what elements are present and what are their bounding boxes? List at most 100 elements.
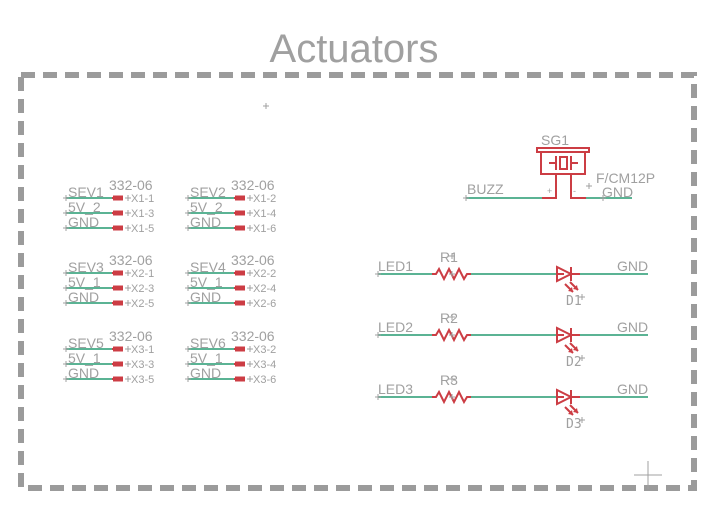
- buzzer-crystal: [559, 156, 568, 170]
- pin-origin-marker: [125, 361, 131, 367]
- part-origin-marker: [579, 355, 585, 361]
- pin-name-label: X2-4: [253, 283, 276, 295]
- resistor-name-label: R1: [440, 249, 458, 265]
- emission-arrowhead: [568, 348, 573, 353]
- net-label: LED1: [378, 258, 413, 274]
- emission-arrowhead: [573, 285, 578, 290]
- pin-name-label: X3-5: [131, 374, 154, 386]
- emission-arrowhead: [568, 410, 573, 415]
- net-label: SEV4: [190, 259, 226, 275]
- pin-contact: [113, 195, 123, 201]
- pin-endpoint-marker: [185, 210, 191, 216]
- pin-origin-marker: [247, 361, 253, 367]
- part-origin-marker: [449, 394, 455, 400]
- pin-name-label: X1-1: [131, 193, 154, 205]
- net-label: SEV3: [68, 259, 104, 275]
- pin-contact: [235, 346, 245, 352]
- pin-origin-marker: [247, 225, 253, 231]
- diode-symbol: [556, 388, 574, 406]
- emission-arrowhead: [573, 408, 578, 413]
- diode-name-label: D2: [566, 355, 582, 370]
- pin-endpoint-marker: [185, 346, 191, 352]
- part-origin-marker: [586, 183, 592, 189]
- part-value-label: 332-06: [231, 177, 275, 193]
- part-origin-marker: [579, 294, 585, 300]
- net-label: 5V_1: [190, 350, 223, 366]
- pin-origin-marker: [125, 225, 131, 231]
- part-origin-marker: [449, 332, 455, 338]
- net-endpoint-marker: [463, 195, 469, 201]
- pin-contact: [235, 376, 245, 382]
- emission-arrowhead: [573, 346, 578, 351]
- pin-origin-marker: [125, 270, 131, 276]
- net-label: GND: [617, 381, 648, 397]
- part-value-label: F/CM12P: [596, 170, 655, 186]
- part-origin-marker: [449, 253, 455, 259]
- net-label: 5V_1: [68, 350, 101, 366]
- pin-contact: [113, 300, 123, 306]
- net-label: GND: [68, 289, 99, 305]
- pin-endpoint-marker: [63, 376, 69, 382]
- diode-symbol: [556, 265, 574, 283]
- pin-origin-marker: [247, 346, 253, 352]
- net-label: LED2: [378, 319, 413, 335]
- pin-endpoint-marker: [185, 270, 191, 276]
- net-label: GND: [617, 319, 648, 335]
- net-endpoint-marker: [375, 271, 381, 277]
- pin-name-label: X1-5: [131, 223, 154, 235]
- buzzer-pin-plus: [542, 174, 557, 199]
- part-value-label: 332-06: [231, 252, 275, 268]
- pin-name-label: X3-6: [253, 374, 276, 386]
- pin-name-label: X1-3: [131, 208, 154, 220]
- pin-name-label: X3-3: [131, 359, 154, 371]
- part-origin-marker: [579, 417, 585, 423]
- pin-name-label: X1-4: [253, 208, 276, 220]
- net-label: 5V_2: [190, 199, 223, 215]
- pin-origin-marker: [125, 285, 131, 291]
- net-label: GND: [190, 289, 221, 305]
- emission-arrowhead: [568, 287, 573, 292]
- pin-name-label: X2-6: [253, 298, 276, 310]
- part-origin-marker: [449, 314, 455, 320]
- pin-contact: [235, 225, 245, 231]
- diode-symbol: [556, 326, 574, 344]
- pin-contact: [113, 376, 123, 382]
- pin-contact: [235, 285, 245, 291]
- net-endpoint-marker: [375, 332, 381, 338]
- pin-origin-marker: [247, 376, 253, 382]
- pin-origin-marker: [125, 300, 131, 306]
- part-name-label: SG1: [541, 132, 569, 148]
- pin-contact: [113, 210, 123, 216]
- pin-plus-label: +: [547, 186, 552, 196]
- pin-endpoint-marker: [185, 195, 191, 201]
- pin-endpoint-marker: [63, 195, 69, 201]
- buzzer-pin-minus: [570, 174, 586, 199]
- net-label: LED3: [378, 381, 413, 397]
- net-label: GND: [190, 214, 221, 230]
- pin-contact: [235, 361, 245, 367]
- pin-contact: [235, 210, 245, 216]
- pin-name-label: X2-5: [131, 298, 154, 310]
- cursor-crosshair: [634, 461, 662, 489]
- pin-contact: [235, 270, 245, 276]
- sheet-title: Actuators: [270, 27, 439, 71]
- pin-endpoint-marker: [63, 300, 69, 306]
- net-label: BUZZ: [467, 181, 504, 197]
- origin-marker: [263, 103, 269, 109]
- pin-endpoint-marker: [63, 346, 69, 352]
- pin-minus-label: -: [573, 186, 576, 196]
- pin-endpoint-marker: [63, 361, 69, 367]
- pin-name-label: X3-2: [253, 344, 276, 356]
- net-endpoint-marker: [600, 195, 606, 201]
- net-endpoint-marker: [375, 394, 381, 400]
- pin-origin-marker: [125, 376, 131, 382]
